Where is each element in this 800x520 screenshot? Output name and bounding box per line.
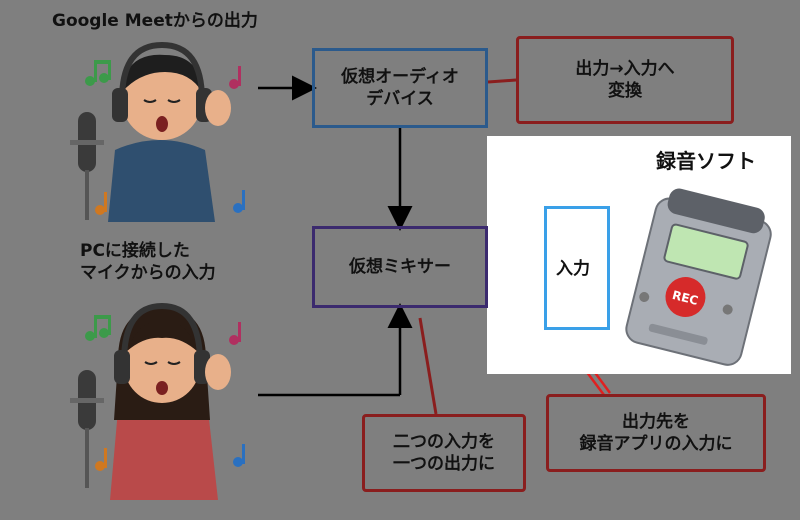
singer-male-illustration [70,41,231,222]
music-note-icon [229,322,241,345]
note-two-inputs-one-output: 二つの入力を 一つの出力に [362,414,526,492]
note-output-destination: 出力先を 録音アプリの入力に [546,394,766,472]
music-note-icon [85,315,111,341]
music-note-icon [233,444,245,467]
virtual-audio-device-node: 仮想オーディオ デバイス [312,48,488,128]
music-note-icon [85,60,111,86]
singer-female-illustration [70,302,231,500]
microphone-icon [70,112,104,220]
music-note-icon [95,448,107,471]
note-output-to-input: 出力→入力へ 変換 [516,36,734,124]
music-note-icon [95,192,107,215]
input-box [544,206,610,330]
meet-output-label: Google Meetからの出力 [52,11,258,31]
music-note-icon [229,66,241,89]
recording-software-title: 録音ソフト [656,149,756,173]
mic-input-label: PCに接続した マイクからの入力 [80,241,216,283]
music-note-icon [233,190,245,213]
microphone-icon [70,370,104,488]
input-label: 入力 [556,259,590,279]
callout-lines [418,78,517,415]
virtual-mixer-node: 仮想ミキサー [312,226,488,308]
headphones-icon [114,302,210,384]
